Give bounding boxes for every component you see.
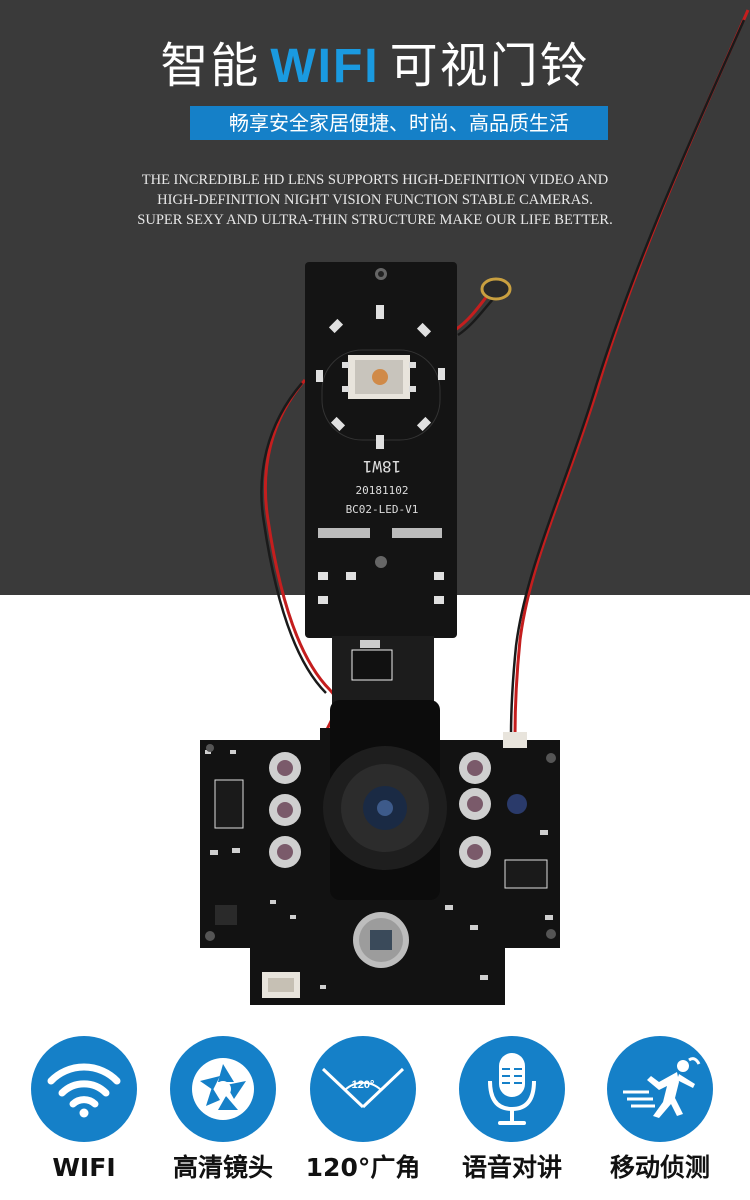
feature-label: 高清镜头 xyxy=(172,1153,273,1182)
feature-label: WIFI xyxy=(52,1153,116,1182)
feature-wifi: WIFI xyxy=(24,1036,144,1184)
motion-detection-icon xyxy=(607,1036,713,1142)
feature-label: 移动侦测 xyxy=(609,1153,710,1182)
microphone-icon xyxy=(459,1036,565,1142)
camera-aperture-icon xyxy=(170,1036,276,1142)
feature-hd-lens: 高清镜头 xyxy=(163,1036,283,1184)
angle-text: 120° xyxy=(352,1079,375,1091)
feature-wide-angle: 120° 120°广角 xyxy=(303,1036,423,1184)
title-suffix: 可视门铃 xyxy=(389,38,590,94)
feature-motion-detection: 移动侦测 xyxy=(600,1036,720,1184)
description-line: SUPER SEXY AND ULTRA-THIN STRUCTURE MAKE… xyxy=(137,212,613,228)
title-accent: WIFI xyxy=(270,40,380,93)
feature-label: 120°广角 xyxy=(305,1153,421,1182)
tagline-banner: 畅享安全家居便捷、时尚、高品质生活 xyxy=(190,106,608,140)
description-line: THE INCREDIBLE HD LENS SUPPORTS HIGH-DEF… xyxy=(141,172,609,188)
board-marking-2: 20181102 xyxy=(356,484,409,497)
board-marking-3: BC02-LED-V1 xyxy=(346,503,419,516)
board-marking-1: 18W1 xyxy=(363,457,402,476)
title-prefix: 智能 xyxy=(160,38,261,94)
wifi-icon xyxy=(31,1036,137,1142)
description-text: THE INCREDIBLE HD LENS SUPPORTS HIGH-DEF… xyxy=(0,170,750,230)
description-line: HIGH-DEFINITION NIGHT VISION FUNCTION ST… xyxy=(157,192,593,208)
doorbell-circuit-board-image: 18W1 20181102 BC02-LED-V1 xyxy=(200,9,750,1005)
feature-label: 语音对讲 xyxy=(461,1153,562,1182)
wide-angle-icon: 120° xyxy=(310,1036,416,1142)
feature-intercom: 语音对讲 xyxy=(452,1036,572,1184)
